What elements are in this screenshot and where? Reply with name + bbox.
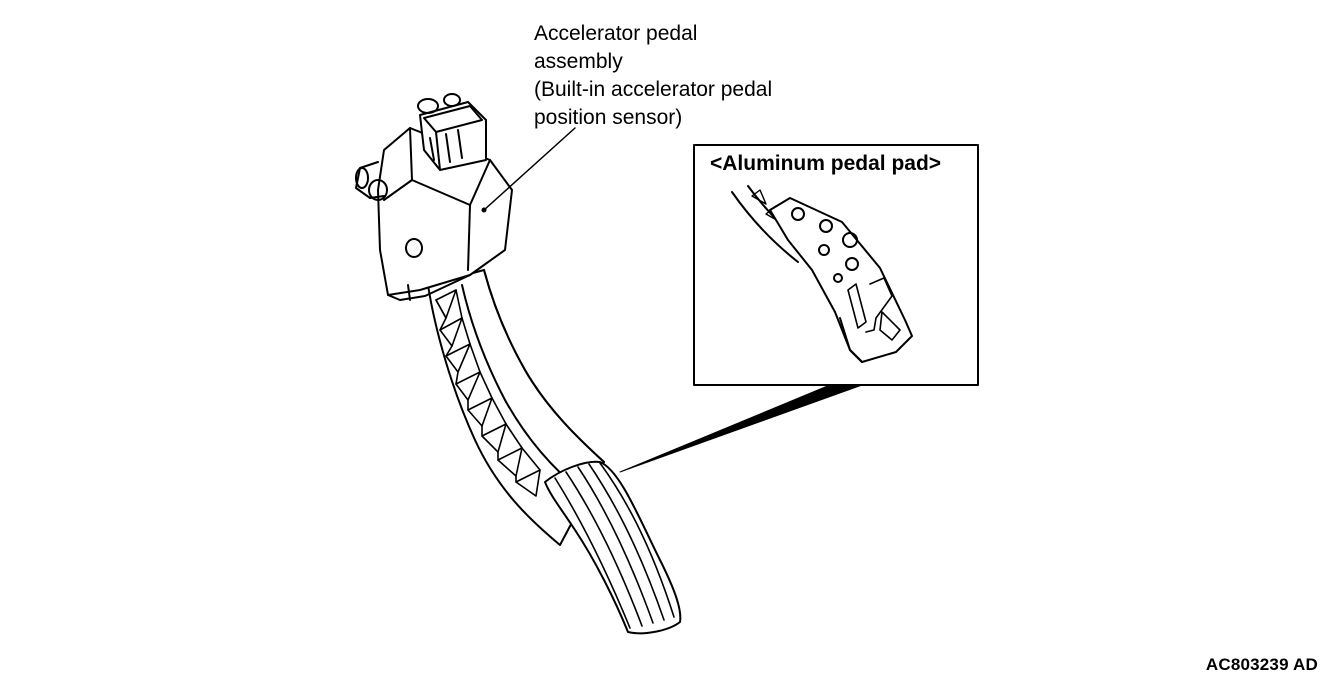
callout-line-1: Accelerator pedal: [534, 22, 698, 45]
inset-box: [619, 144, 979, 473]
inset-title: <Aluminum pedal pad>: [710, 152, 942, 175]
aluminum-pedal-pad: [731, 185, 913, 363]
callout-line-2: assembly: [534, 50, 623, 73]
callout-line-3: (Built-in accelerator pedal: [534, 78, 773, 101]
callout-leader: [483, 127, 576, 211]
figure-id: AC803239 AD: [1205, 655, 1318, 674]
assembly-callout-label: Accelerator pedal assembly (Built-in accel…: [534, 20, 772, 132]
pedal-housing: [355, 93, 513, 301]
callout-line-4: position sensor): [534, 106, 683, 129]
pedal-pad: [544, 460, 682, 635]
